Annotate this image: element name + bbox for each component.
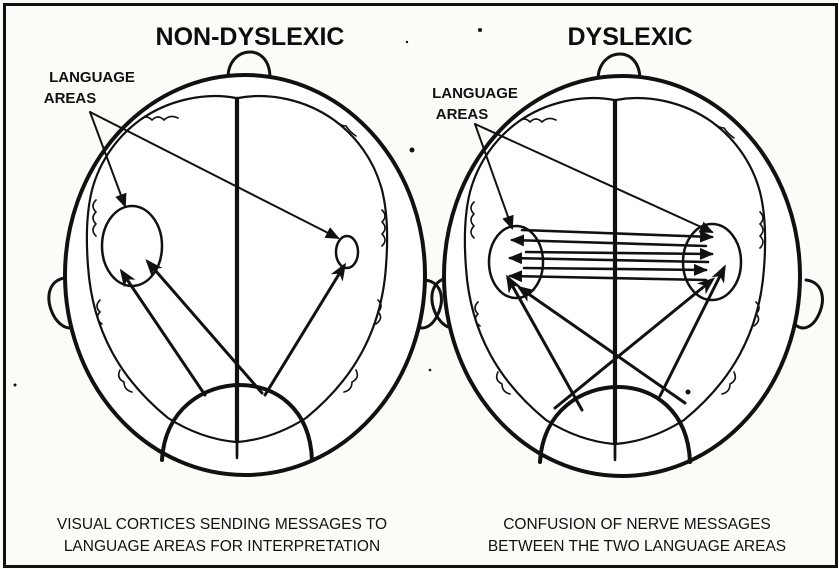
language-areas-label-line1: LANGUAGE [49, 69, 135, 86]
caption-line1: CONFUSION OF NERVE MESSAGES [503, 516, 771, 533]
language-areas-label-line2: AREAS [44, 90, 97, 107]
caption-line1: VISUAL CORTICES SENDING MESSAGES TO [57, 516, 387, 533]
language-area-left [102, 206, 162, 286]
panel-title: NON-DYSLEXIC [156, 23, 345, 51]
panel-dyslexic: DYSLEXIC [432, 23, 823, 555]
language-areas-label-line2: AREAS [436, 106, 489, 123]
language-area-right [336, 236, 358, 268]
caption-line2: LANGUAGE AREAS FOR INTERPRETATION [64, 538, 380, 555]
caption-line2: BETWEEN THE TWO LANGUAGE AREAS [488, 538, 786, 555]
panel-non-dyslexic: NON-DYSLEXIC [44, 23, 442, 555]
language-area-left [489, 226, 543, 298]
panel-title: DYSLEXIC [567, 23, 692, 51]
language-areas-label-line1: LANGUAGE [432, 85, 518, 102]
